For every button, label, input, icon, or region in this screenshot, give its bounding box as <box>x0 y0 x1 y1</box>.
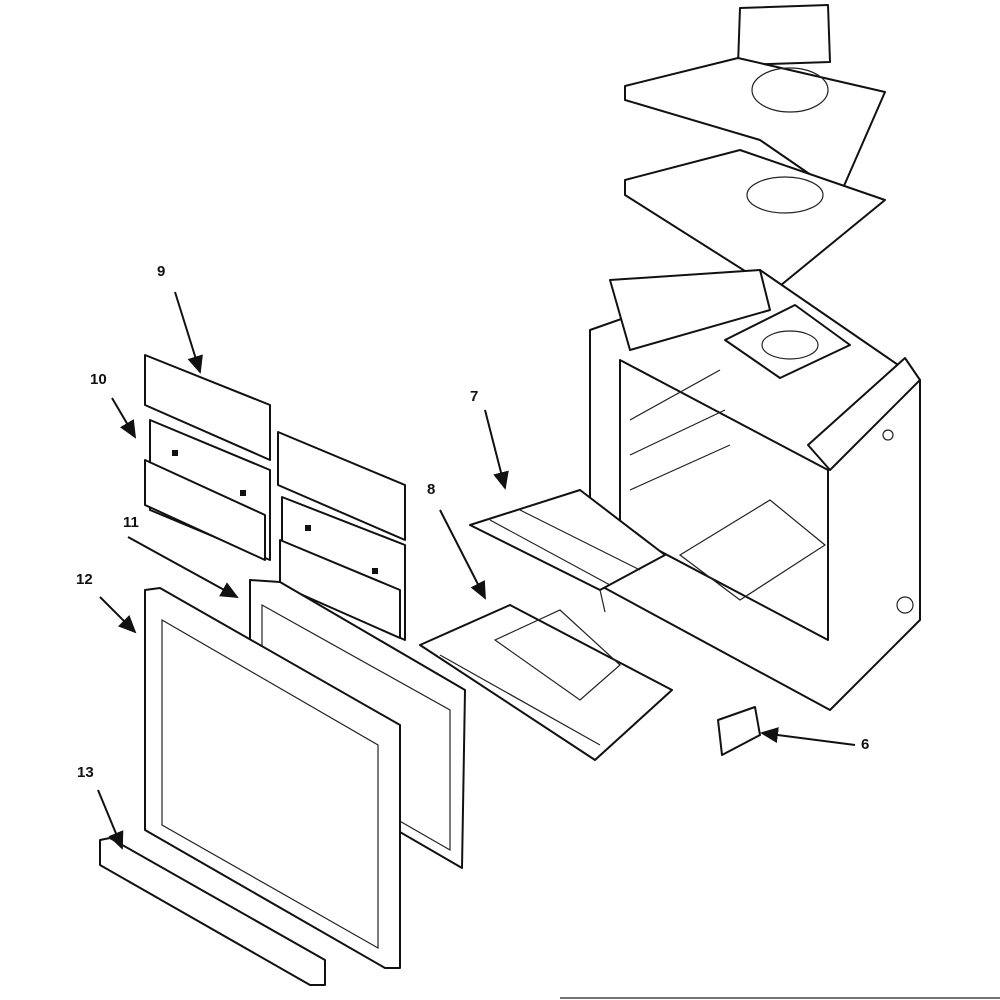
callout-13: 13 <box>77 764 94 781</box>
arrow-9 <box>174 291 203 374</box>
log-grate <box>469 489 666 613</box>
ember-bed-base <box>419 604 673 761</box>
callout-9: 9 <box>157 263 166 280</box>
top-vent-cap <box>624 4 886 291</box>
arrow-10 <box>111 397 137 439</box>
arrow-13 <box>97 789 124 850</box>
arrow-11 <box>127 536 239 598</box>
callout-12: 12 <box>76 571 93 588</box>
arrow-12 <box>99 596 137 634</box>
firebox <box>589 269 921 711</box>
arrow-7 <box>484 409 509 490</box>
refractory-top-panels <box>144 354 406 541</box>
arrow-6 <box>760 727 856 746</box>
arrow-8 <box>439 509 486 600</box>
small-part-6 <box>717 706 761 756</box>
callout-10: 10 <box>90 371 107 388</box>
callout-8: 8 <box>427 481 436 498</box>
callout-7: 7 <box>470 388 479 405</box>
callout-6: 6 <box>861 736 870 753</box>
refractory-back-panels <box>144 419 406 641</box>
front-surround <box>144 587 401 969</box>
callout-11: 11 <box>123 514 139 531</box>
